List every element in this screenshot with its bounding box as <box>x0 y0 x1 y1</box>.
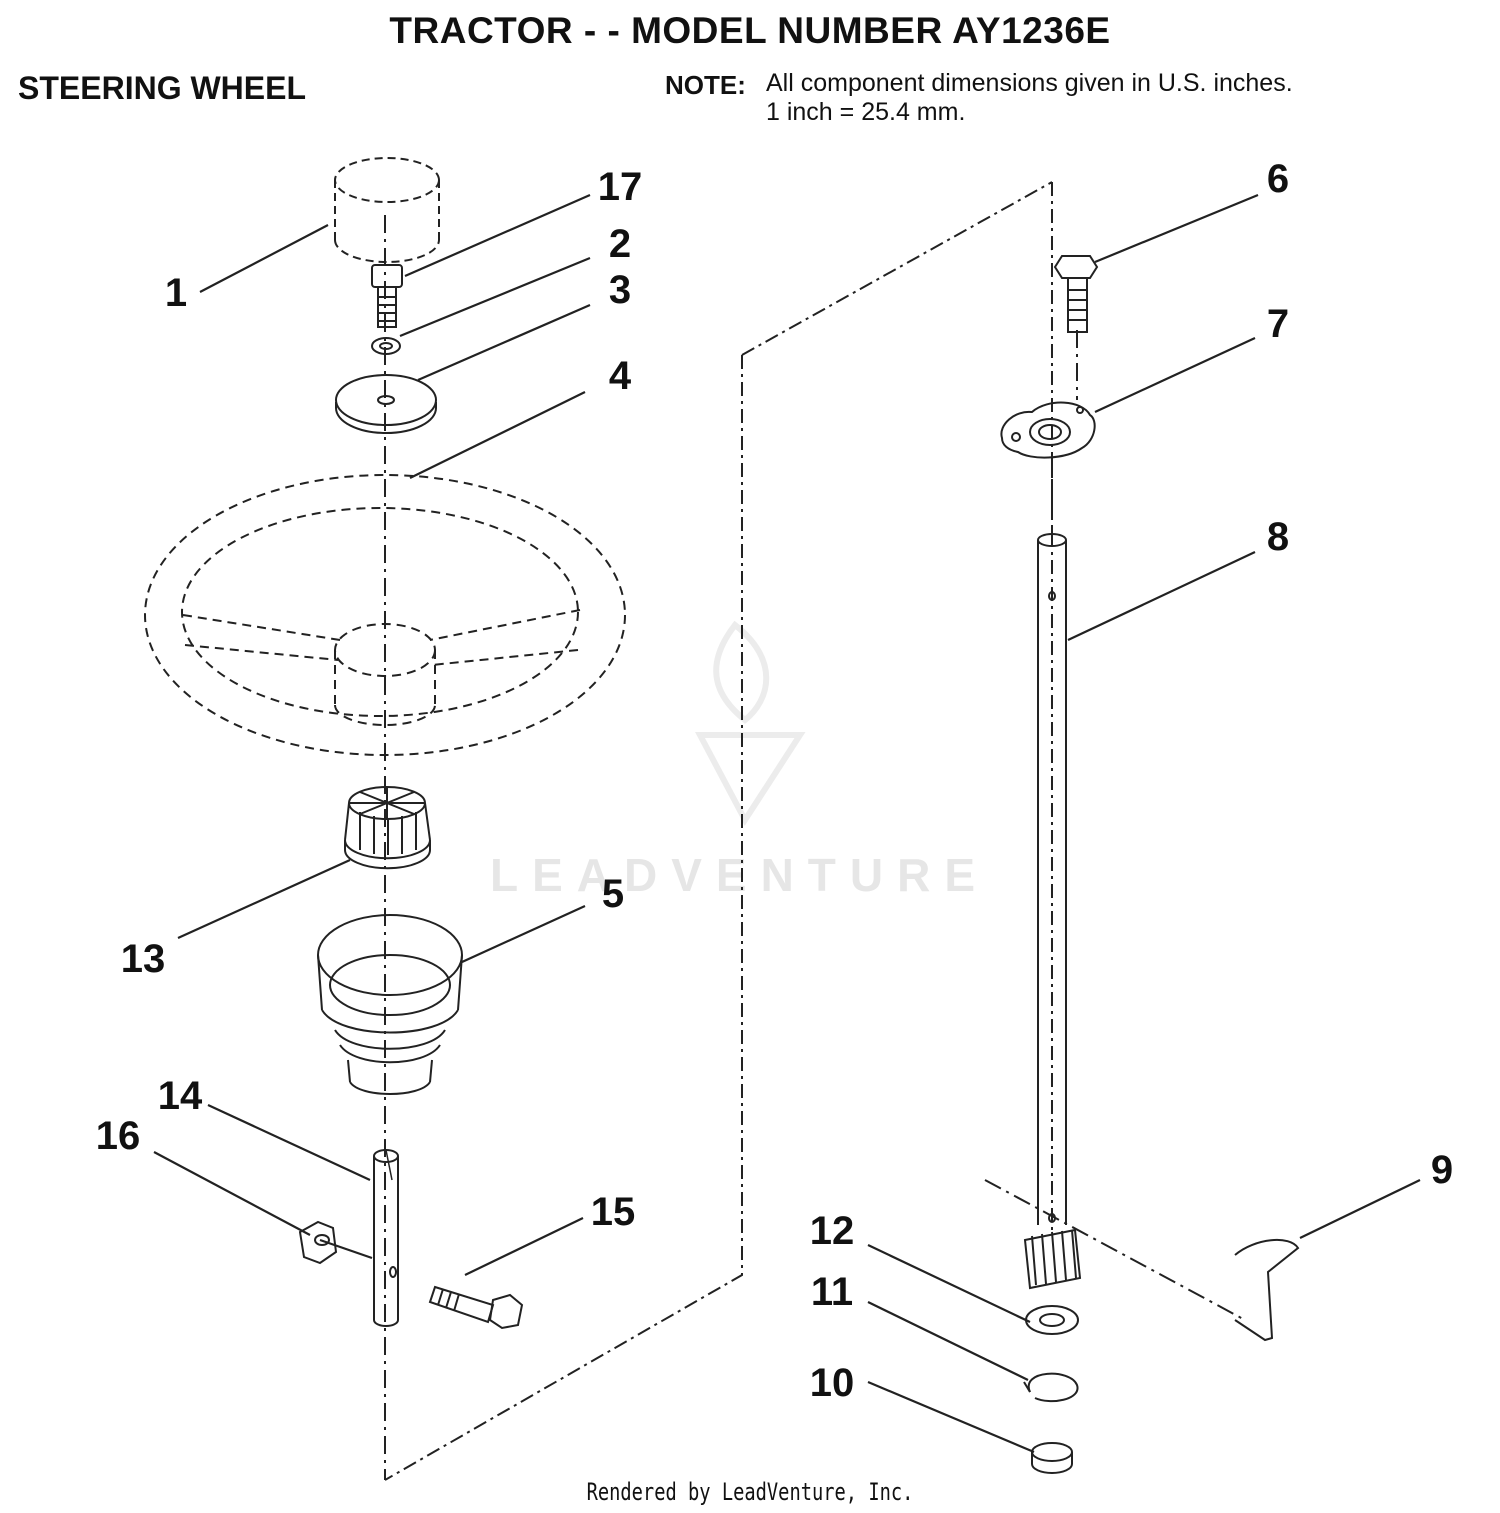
shaft-part-8[interactable] <box>1037 533 1067 1225</box>
washer-part-3[interactable] <box>335 374 437 434</box>
callout-10: 10 <box>810 1361 855 1405</box>
centerline-gear <box>984 1179 1246 1321</box>
callout-12: 12 <box>810 1209 855 1253</box>
phantom-frame <box>384 181 1053 1481</box>
callout-6: 6 <box>1267 157 1289 201</box>
callout-3: 3 <box>609 268 631 312</box>
snap-ring-part-11[interactable] <box>1023 1372 1079 1403</box>
plug-part-10[interactable] <box>1031 1442 1073 1474</box>
boot-part-5[interactable] <box>317 914 463 1095</box>
nut-part-16[interactable] <box>298 1220 338 1265</box>
leader-lines <box>153 193 1421 1454</box>
flange-part-7[interactable] <box>1000 401 1096 459</box>
callout-16: 16 <box>96 1114 141 1158</box>
cap-part-1[interactable] <box>334 157 440 263</box>
callout-2: 2 <box>609 222 631 266</box>
callout-1: 1 <box>165 271 187 315</box>
note-line-1: All component dimensions given in U.S. i… <box>766 69 1293 97</box>
note-line-2: 1 inch = 25.4 mm. <box>766 98 966 126</box>
callout-5: 5 <box>602 872 624 916</box>
centerline-right <box>1051 330 1078 535</box>
shaft-part-14[interactable] <box>373 1149 399 1327</box>
section-title: STEERING WHEEL <box>18 70 307 106</box>
callout-8: 8 <box>1267 515 1289 559</box>
footer-credit: Rendered by LeadVenture, Inc. <box>586 1478 914 1506</box>
callout-4: 4 <box>609 354 632 398</box>
callout-11: 11 <box>811 1270 853 1314</box>
lockwasher-part-2[interactable] <box>371 337 401 355</box>
callout-13: 13 <box>121 937 166 981</box>
callout-15: 15 <box>591 1190 636 1234</box>
callout-9: 9 <box>1431 1148 1453 1192</box>
bolt-part-15[interactable] <box>428 1285 524 1330</box>
diagram-title: TRACTOR - - MODEL NUMBER AY1236E <box>389 10 1111 51</box>
adapter-part-13[interactable] <box>344 786 431 870</box>
callout-17: 17 <box>598 165 643 209</box>
callout-7: 7 <box>1267 302 1289 346</box>
watermark-logo <box>695 620 806 826</box>
note-label: NOTE: <box>665 70 746 100</box>
bolt-part-17[interactable] <box>371 264 403 328</box>
bolt-part-6[interactable] <box>1053 255 1099 333</box>
steering-wheel-part-4[interactable] <box>144 474 626 756</box>
clip-part-9[interactable] <box>1234 1238 1300 1342</box>
washer-part-12[interactable] <box>1025 1305 1079 1335</box>
watermark: LEADVENTURE <box>490 849 990 901</box>
gear-shaft-end[interactable] <box>1023 1228 1082 1290</box>
callout-14: 14 <box>158 1074 203 1118</box>
